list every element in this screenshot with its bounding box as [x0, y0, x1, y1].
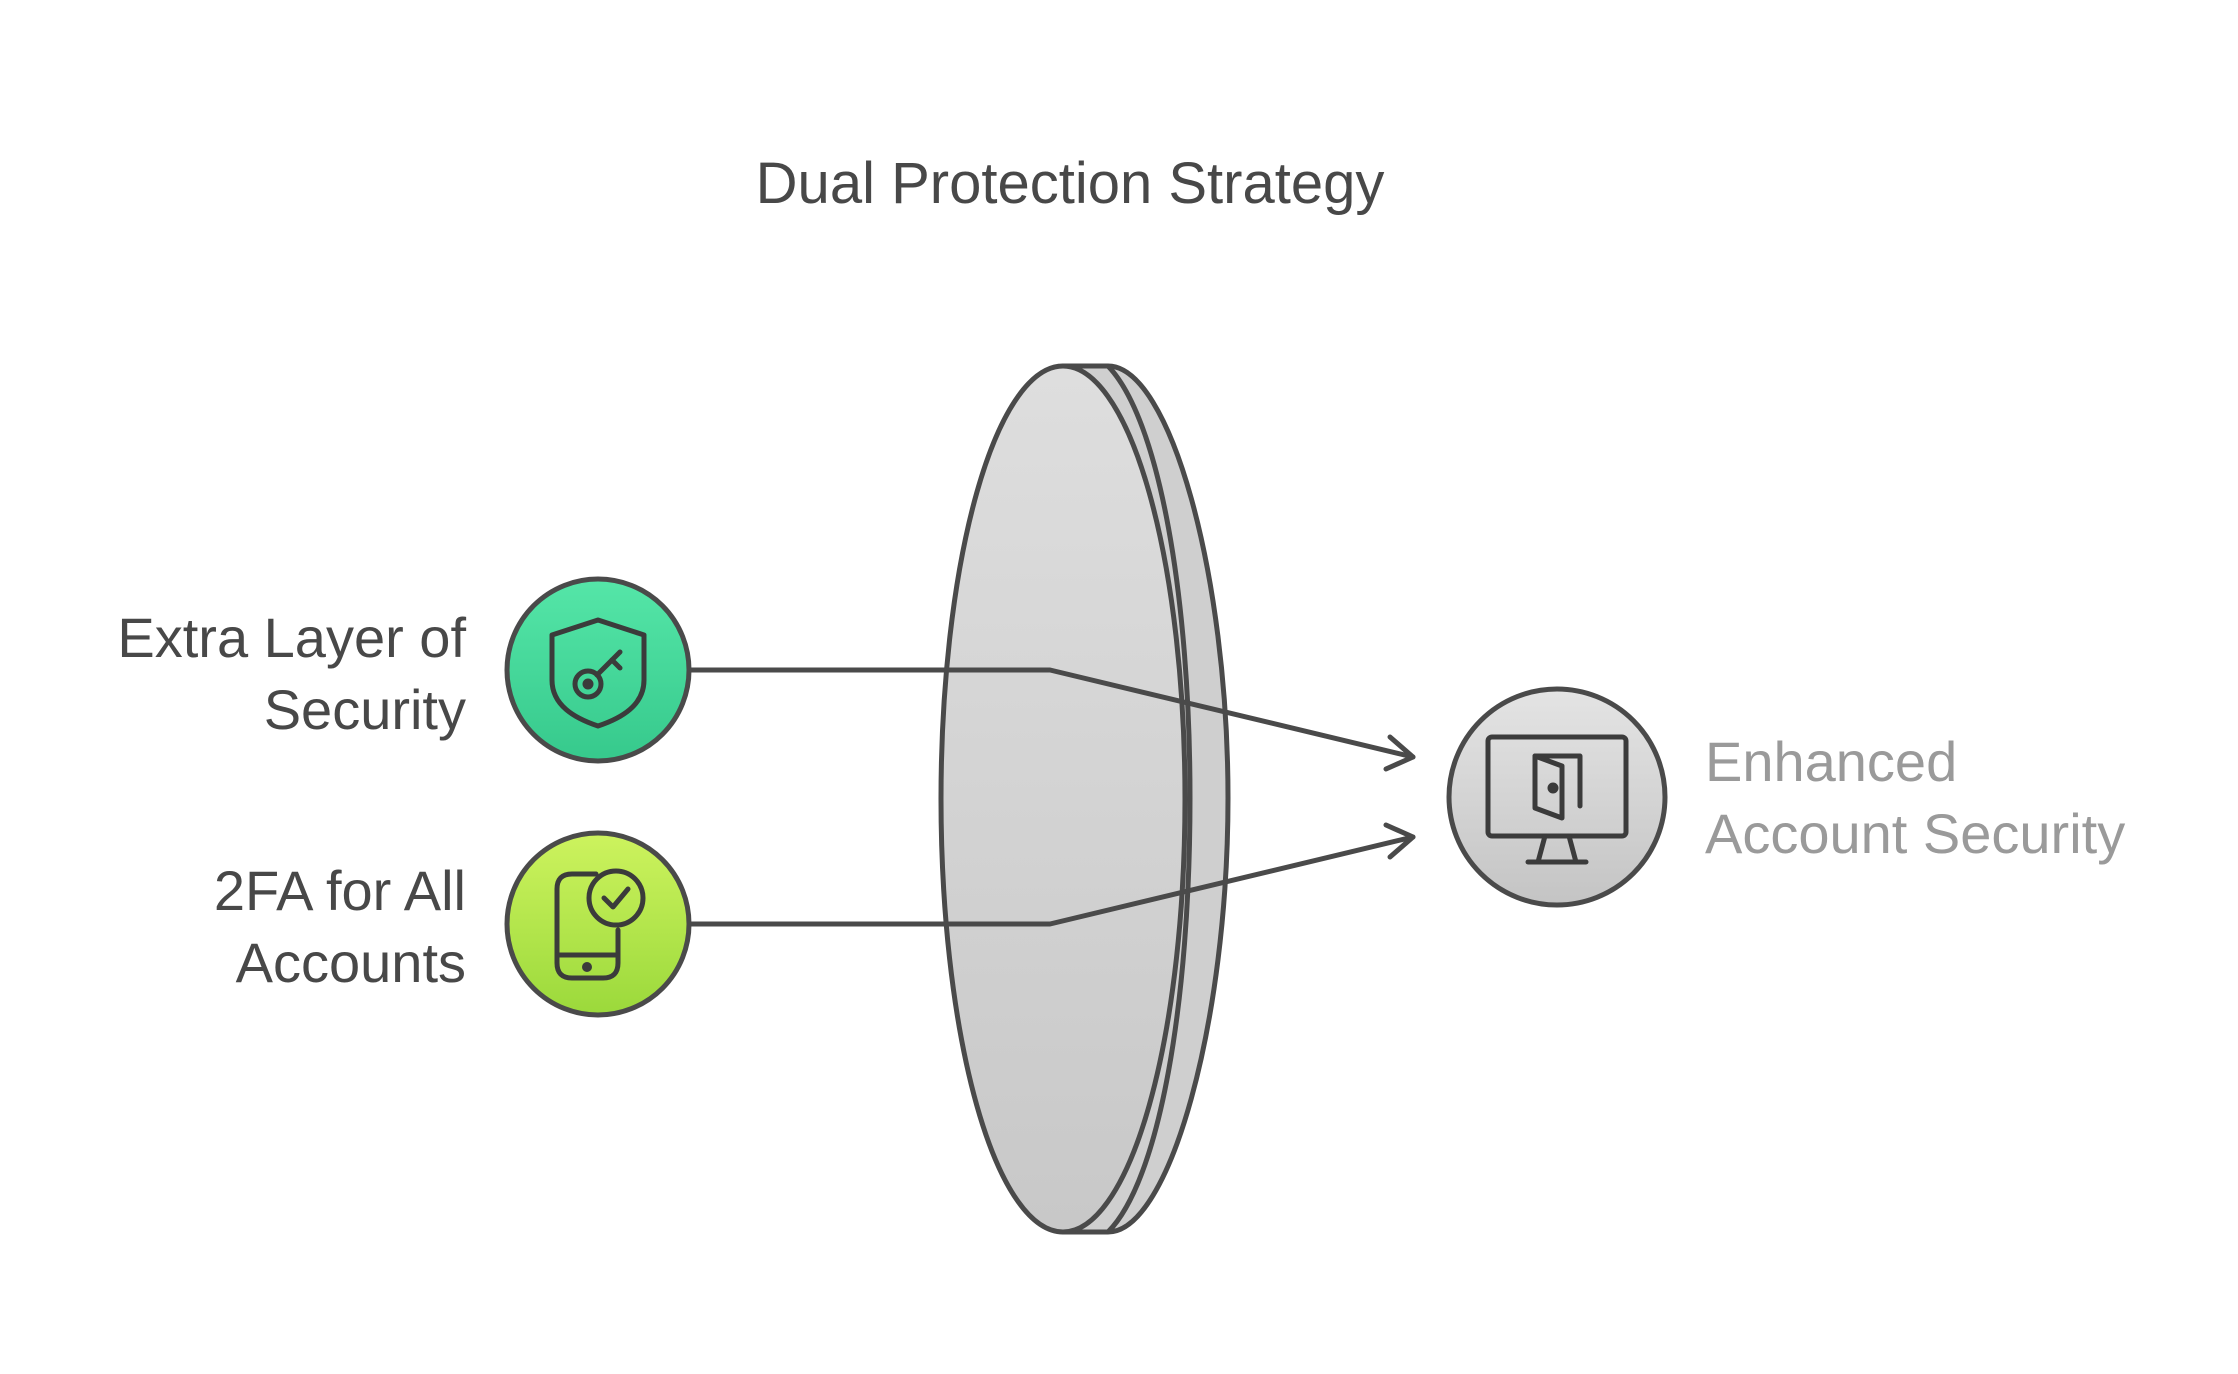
monitor-door-icon	[1485, 734, 1629, 865]
label-2fa-line-2: Accounts	[235, 931, 466, 994]
connector-top	[687, 667, 1416, 772]
node-extra-layer	[504, 576, 692, 764]
node-output	[1446, 686, 1668, 908]
label-output-line-1: Enhanced	[1705, 730, 1958, 793]
label-extra-layer-line-2: Security	[263, 678, 466, 741]
label-output: Enhanced Account Security	[1705, 726, 2225, 870]
label-2fa: 2FA for All Accounts	[46, 855, 466, 999]
diagram-title: Dual Protection Strategy	[755, 151, 1385, 216]
lens-shape	[938, 363, 1231, 1235]
phone-check-icon	[554, 868, 646, 981]
label-extra-layer: Extra Layer of Security	[46, 602, 466, 746]
label-2fa-line-1: 2FA for All	[213, 859, 466, 922]
label-extra-layer-line-1: Extra Layer of	[117, 606, 466, 669]
shield-key-icon	[549, 617, 647, 729]
node-2fa	[504, 830, 692, 1018]
connector-bottom	[687, 822, 1416, 927]
label-output-line-2: Account Security	[1705, 802, 2126, 865]
